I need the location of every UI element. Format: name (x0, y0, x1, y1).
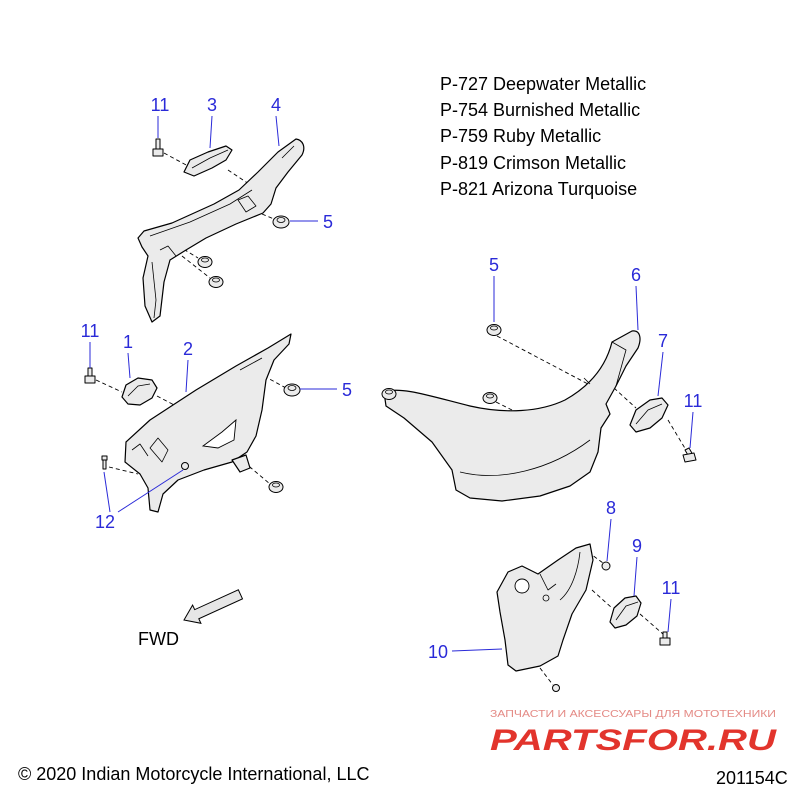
callout-part-4: 4 (271, 95, 281, 147)
callout-part-6: 6 (631, 265, 641, 331)
forward-direction-indicator: FWD (138, 589, 244, 649)
assembly-line (613, 387, 637, 409)
color-code-item: P-819 Crimson Metallic (440, 153, 626, 173)
callout-number: 6 (631, 265, 641, 285)
watermark-tagline: ЗАПЧАСТИ И АКСЕССУАРЫ ДЛЯ МОТОТЕХНИКИ (490, 708, 776, 720)
callout-number: 11 (151, 95, 170, 115)
diagram-number: 201154C (716, 768, 788, 788)
assembly-line (496, 335, 589, 385)
callout-number: 5 (489, 255, 499, 275)
bolt-icon (84, 367, 96, 384)
callout-number: 4 (271, 95, 281, 115)
callout-number: 9 (632, 536, 642, 556)
part-1-cap (121, 377, 158, 406)
assembly-line (181, 255, 211, 279)
assembly-line (108, 466, 139, 475)
callout-upper-grommet: 5 (290, 212, 333, 232)
callout-part-2: 2 (183, 339, 193, 393)
part-3-cap (183, 145, 233, 177)
callout-part-9: 9 (632, 536, 642, 597)
assembly-line (95, 379, 123, 393)
callout-number: 7 (658, 331, 668, 351)
callout-number: 11 (81, 321, 100, 341)
part-10-panel (496, 543, 594, 672)
part-6-panel (383, 330, 641, 502)
watermark-logo: PARTSFOR.RU (490, 724, 778, 757)
nut-icon (197, 256, 213, 268)
assembly-line (163, 152, 189, 167)
callout-number: 2 (183, 339, 193, 359)
callout-part-8: 8 (606, 498, 616, 562)
callout-middle-bolt: 11 (81, 321, 100, 368)
callout-part-3: 3 (207, 95, 217, 149)
assembly-line (261, 213, 275, 220)
callout-number: 11 (662, 578, 681, 598)
color-code-item: P-754 Burnished Metallic (440, 100, 640, 120)
callout-number: 5 (342, 380, 352, 400)
screw-icon (601, 561, 611, 571)
copyright-notice: © 2020 Indian Motorcycle International, … (18, 764, 369, 784)
bolt-icon (152, 138, 164, 157)
assembly-line (639, 613, 664, 635)
callout-number: 10 (428, 642, 448, 662)
grommet-icon (283, 383, 301, 397)
callout-number: 1 (123, 332, 133, 352)
grommet-icon (272, 215, 290, 229)
fwd-label: FWD (138, 629, 179, 649)
nut-icon (268, 481, 284, 493)
callout-number: 11 (684, 391, 703, 411)
assembly-line (243, 461, 271, 485)
screw-icon (552, 684, 560, 692)
watermark: ЗАПЧАСТИ И АКСЕССУАРЫ ДЛЯ МОТОТЕХНИКИ PA… (490, 708, 778, 757)
color-code-item: P-727 Deepwater Metallic (440, 74, 646, 94)
assembly-line (539, 667, 554, 686)
callout-right-bolt: 11 (684, 391, 703, 449)
callout-middle-grommet: 5 (300, 380, 352, 400)
bolt-icon (659, 631, 671, 646)
callout-lower-bolt: 11 (662, 578, 681, 633)
assembly-line (667, 419, 687, 451)
part-2-panel (124, 333, 292, 513)
bolt-icon (682, 447, 697, 463)
callout-number: 3 (207, 95, 217, 115)
screw-icon (101, 455, 108, 470)
color-code-item: P-821 Arizona Turquoise (440, 179, 637, 199)
assembly-line (591, 589, 613, 609)
color-code-list: P-727 Deepwater Metallic P-754 Burnished… (440, 74, 646, 199)
callout-right-grommet: 5 (489, 255, 499, 322)
part-9-cap (609, 595, 642, 629)
callout-upper-bolt: 11 (151, 95, 170, 138)
callout-number: 12 (95, 512, 115, 532)
forward-arrow-icon (183, 589, 244, 624)
assembly-line (495, 401, 513, 411)
assembly-line (156, 395, 177, 407)
part-4-panel (137, 138, 305, 323)
grommet-icon (482, 392, 498, 404)
callout-part-1: 1 (123, 332, 133, 379)
nut-icon (208, 276, 224, 288)
color-code-item: P-759 Ruby Metallic (440, 126, 601, 146)
callout-number: 8 (606, 498, 616, 518)
callout-part-7: 7 (657, 331, 668, 397)
callout-number: 5 (323, 212, 333, 232)
screw-icon (181, 462, 189, 470)
grommet-icon (381, 388, 397, 400)
grommet-icon (486, 324, 502, 336)
callout-part-10: 10 (428, 642, 503, 662)
part-7-cap (629, 397, 669, 433)
callout-part-12: 12 (95, 469, 184, 532)
